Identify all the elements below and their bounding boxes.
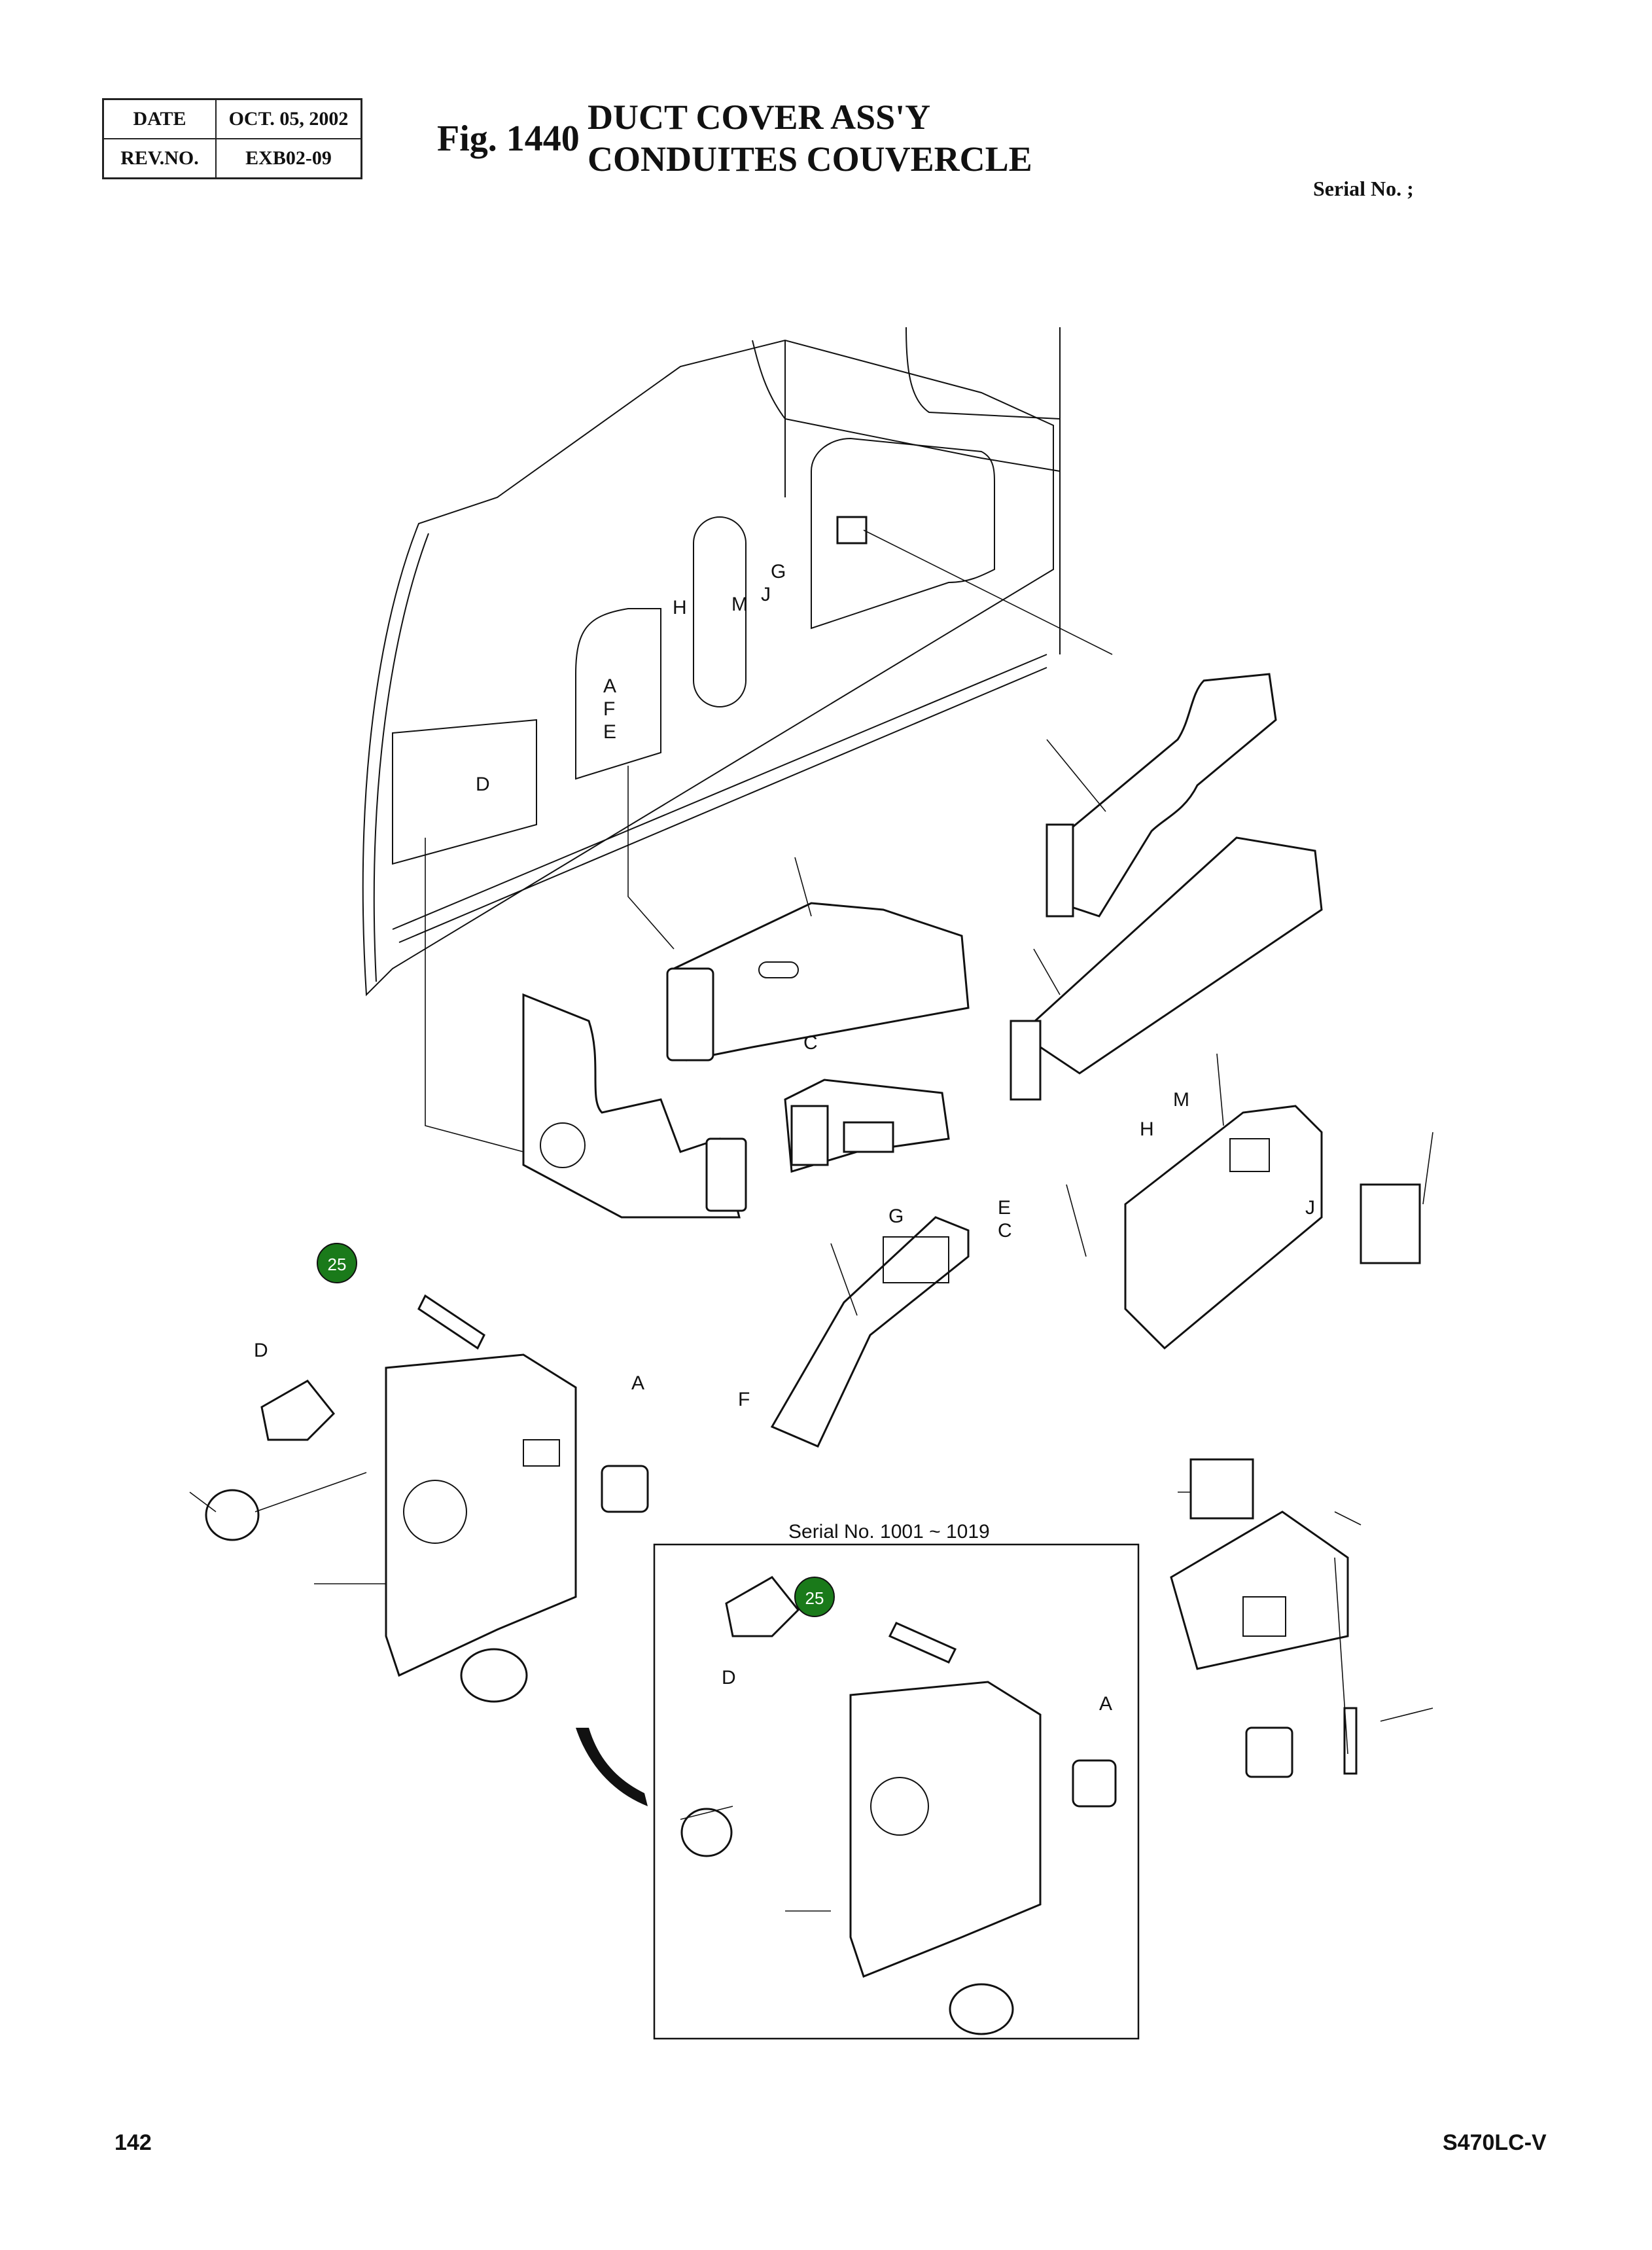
lower-right-duct — [1010, 836, 1323, 1101]
figure-number: Fig. 1440 — [437, 118, 580, 159]
inset-badge-number: 25 — [805, 1588, 824, 1608]
left-elbow-duct — [522, 993, 747, 1219]
upper-right-duct — [1046, 673, 1277, 918]
callout-letter: J — [761, 584, 771, 605]
curved-vent-cover — [770, 1216, 970, 1448]
callout-letter: E — [998, 1197, 1011, 1219]
callout-letter: H — [1140, 1118, 1154, 1140]
rev-label: REV.NO. — [102, 138, 217, 179]
center-duct — [666, 902, 970, 1062]
callout-letter: F — [603, 698, 615, 720]
callout-letter: C — [998, 1220, 1012, 1241]
callout-letter: G — [888, 1205, 904, 1227]
date-value: OCT. 05, 2002 — [215, 98, 362, 139]
callout-letter: G — [771, 561, 786, 582]
small-elbow-duct — [784, 1079, 950, 1173]
rev-value: EXB02-09 — [215, 138, 362, 179]
inset-title: Serial No. 1001 ~ 1019 — [788, 1521, 990, 1543]
callout-letter: D — [476, 774, 490, 795]
leader-lines — [189, 529, 1433, 1912]
inset-arrow — [576, 1728, 648, 1806]
badge-number: 25 — [328, 1255, 347, 1274]
callout-letter: F — [738, 1389, 750, 1410]
inset-box — [653, 1543, 1140, 2040]
serial-number: Serial No. ; — [1313, 177, 1414, 200]
callout-letter: H — [673, 597, 687, 618]
callout-letter: M — [731, 594, 748, 615]
callout-letter: C — [803, 1032, 818, 1054]
title-french: CONDUITES COUVERCLE — [588, 139, 1032, 179]
callout-letter: E — [603, 721, 616, 743]
inset-callout-badge: 25 — [794, 1577, 835, 1617]
cab-frame — [362, 327, 1061, 997]
callout-letter: A — [603, 675, 616, 697]
callout-letter: D — [722, 1667, 736, 1688]
date-label: DATE — [102, 98, 217, 139]
callout-letter: J — [1305, 1197, 1315, 1219]
callout-letter: A — [631, 1372, 644, 1394]
page-number: 142 — [114, 2130, 152, 2155]
right-side-panel — [1124, 1105, 1421, 1350]
callout-letter: D — [254, 1340, 268, 1361]
revision-table: DATE OCT. 05, 2002 REV.NO. EXB02-09 — [102, 98, 362, 179]
right-bottom-parts — [1170, 1458, 1358, 1778]
title-english: DUCT COVER ASS'Y — [588, 98, 931, 137]
model-number: S470LC-V — [1443, 2130, 1547, 2155]
left-side-panel — [205, 1294, 649, 1703]
callout-letter: A — [1099, 1693, 1112, 1715]
callout-letter: M — [1173, 1089, 1189, 1111]
callout-badge: 25 — [317, 1243, 357, 1283]
